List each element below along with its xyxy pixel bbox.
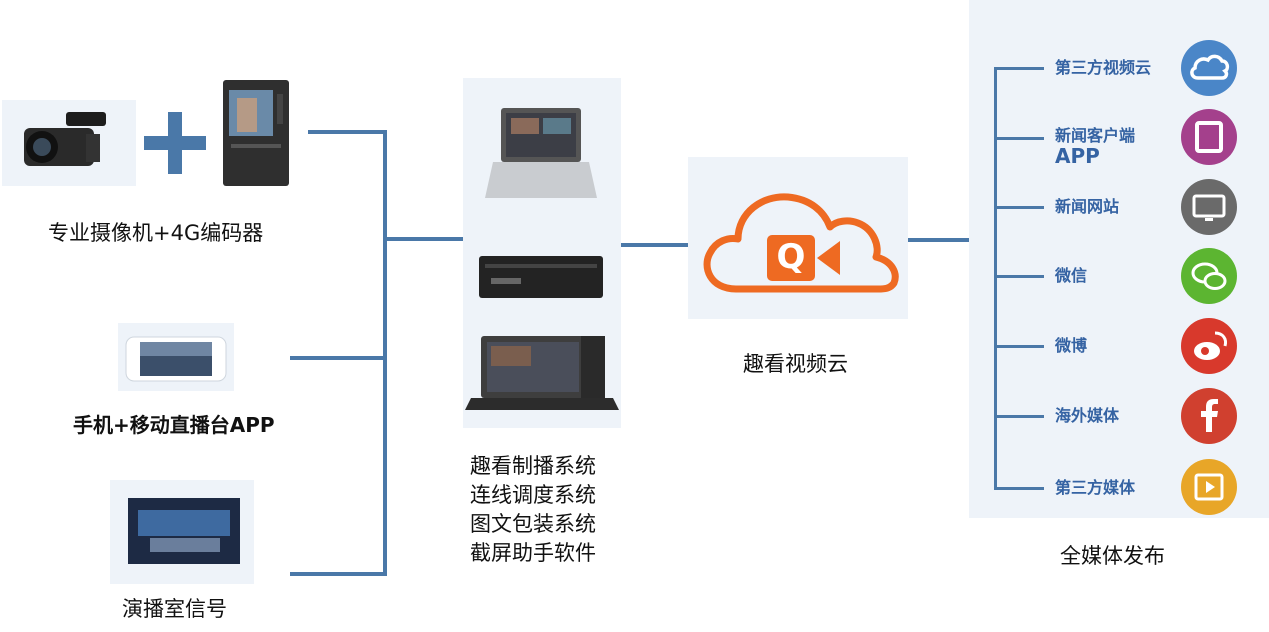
distribution-item-label: 新闻客户端 APP [1055, 126, 1136, 168]
branch-line [994, 206, 1044, 209]
encoder-image [223, 80, 289, 186]
production-devices-panel [463, 78, 621, 428]
plus-icon [144, 112, 206, 174]
weibo-icon [1181, 318, 1237, 374]
distribution-label: 全媒体发布 [1060, 544, 1165, 568]
system-item: 图文包装系统 [470, 512, 596, 536]
distribution-item-label: 第三方视频云 [1055, 58, 1152, 77]
cloud-icon [703, 193, 899, 293]
connector-to-distribution [908, 238, 996, 242]
phone-image [118, 323, 234, 391]
connector-camera [308, 130, 387, 134]
phone-source-label: 手机+移动直播台APP [73, 413, 275, 437]
cloud-panel: Q [688, 157, 908, 319]
production-system-list: 趣看制播系统 连线调度系统 图文包装系统 截屏助手软件 [470, 452, 596, 568]
connector-to-production [383, 237, 463, 241]
facebook-icon [1181, 388, 1237, 444]
distribution-item-label: 微信 [1055, 266, 1088, 285]
cloud-label: 趣看视频云 [743, 352, 848, 376]
studio-image [110, 480, 254, 584]
branch-line [994, 275, 1044, 278]
connector-studio [290, 572, 387, 576]
distribution-item-label: 海外媒体 [1055, 406, 1120, 425]
distribution-item-label: 第三方媒体 [1055, 478, 1136, 497]
cloud-icon [1181, 40, 1237, 96]
camera-image [2, 100, 136, 186]
system-item: 连线调度系统 [470, 483, 596, 507]
system-item: 截屏助手软件 [470, 541, 596, 565]
studio-source-label: 演播室信号 [122, 597, 227, 621]
film-icon [1181, 459, 1237, 515]
cloud-logo-letter: Q [776, 237, 806, 277]
branch-line [994, 487, 1044, 490]
distribution-item-label: 微博 [1055, 336, 1088, 355]
monitor-icon [1181, 179, 1237, 235]
system-item: 趣看制播系统 [470, 454, 596, 478]
tablet-icon [1181, 109, 1237, 165]
distribution-item-label: 新闻网站 [1055, 197, 1120, 216]
branch-line [994, 345, 1044, 348]
branch-line [994, 67, 1044, 70]
connector-phone [290, 356, 387, 360]
branch-line [994, 415, 1044, 418]
connector-trunk [383, 130, 387, 576]
camera-source-label: 专业摄像机+4G编码器 [48, 221, 264, 245]
wechat-icon [1181, 248, 1237, 304]
branch-line [994, 137, 1044, 140]
distribution-trunk [994, 67, 997, 490]
connector-to-cloud [621, 243, 689, 247]
